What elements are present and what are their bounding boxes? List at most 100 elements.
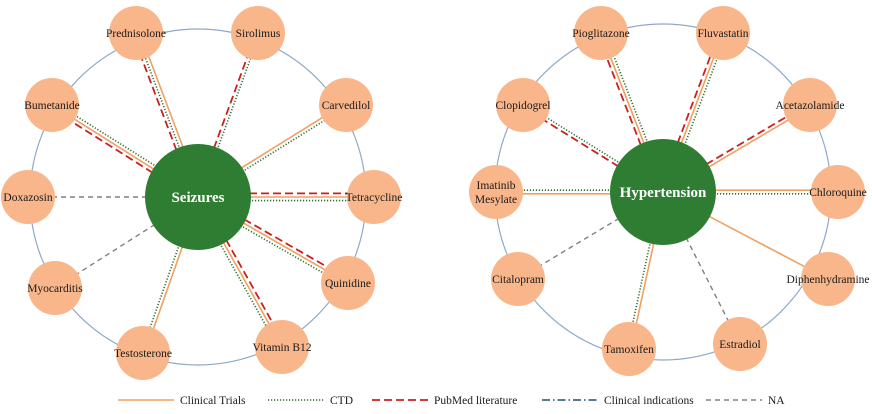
edge-ctd [544,115,622,165]
node-circle [347,170,401,224]
legend-item-na: NA [706,395,785,407]
edge-pubmed [212,55,249,149]
node-circle [783,78,837,132]
node-pioglitazone: Pioglitazone [572,6,630,60]
legend-label: Clinical Trials [180,395,246,407]
node-label: Quinidine [325,278,371,290]
node-clopidogrel: Clopidogrel [496,78,551,132]
seizures-network: Prednisolone SirolimusCarvedilolTetracycl… [1,6,402,380]
node-label: Tetracycline [346,192,403,204]
edge-clinical-trials [707,215,807,269]
edge-clinical-trials [241,221,327,272]
edge-pubmed [140,57,178,151]
legend-label: CTD [330,395,353,407]
edge-ctd [74,114,158,168]
node-circle [116,326,170,380]
edge-clinical-trials [72,117,156,171]
edge-ctd [631,241,652,325]
legend-item-pubmed: PubMed literature [372,395,517,407]
node-chloroquine: Chloroquine [809,165,867,219]
node-circle [25,78,79,132]
edge-pubmed [225,239,274,324]
node-label: Estradiol [719,339,761,351]
edges [53,54,349,331]
node-testosterone: Testosterone [114,326,172,380]
node-label: Tamoxifen [604,344,654,356]
node-circle [321,256,375,310]
edge-na [75,223,156,276]
node-sirolimus: Sirolimus [231,6,285,60]
node-tamoxifen: Tamoxifen [602,322,656,376]
edges [521,54,813,326]
edge-clinical-trials [707,118,790,169]
node-estradiol: Estradiol [713,317,767,371]
legend-item-ctd: CTD [268,395,353,407]
node-myocarditis: Myocarditis [27,261,83,315]
node-circle [496,78,550,132]
node-label: Clopidogrel [496,100,551,112]
legend-label: PubMed literature [434,395,517,407]
node-tetracycline: Tetracycline [346,170,403,224]
edge-ctd [144,56,181,150]
edge-pubmed [605,57,642,147]
node-carvedilol: Carvedilol [319,78,373,132]
node-fluvastatin: Fluvastatin [696,6,750,60]
node-label: Sirolimus [236,28,281,40]
node-label: Citalopram [492,274,544,286]
hub-label: Hypertension [620,185,707,201]
hub-seizures: Seizures [145,144,251,250]
node-circle [811,165,865,219]
node-bumetanide: Bumetanide [24,78,80,132]
node-citalopram: Citalopram [491,252,545,306]
edge-pubmed [70,120,154,174]
node-label: Vitamin B12 [252,342,311,354]
hub-circle [145,144,251,250]
node-label: Bumetanide [24,100,80,112]
edge-ctd [240,224,325,275]
node-prednisolone: Prednisolone [106,6,166,60]
edge-clinical-trials [635,242,655,326]
node-circle [319,78,373,132]
node-quinidine: Quinidine [321,256,375,310]
hub-hypertension: Hypertension [610,139,716,245]
edge-ctd [612,54,649,144]
edge-na [539,217,620,267]
node-circle [109,6,163,60]
node-label: Doxazosin [3,192,52,204]
node-label: Pioglitazone [572,28,630,40]
node-circle [255,320,309,374]
node-label: Acetazolamide [776,100,845,112]
edge-pubmed [243,218,329,269]
edge-ctd [241,119,327,173]
edge-clinical-trials [239,115,325,170]
edge-ctd [219,242,268,328]
legend-label: Clinical indications [604,395,694,407]
node-label: Myocarditis [27,283,83,295]
edge-clinical-trials [680,56,715,145]
node-label: Fluvastatin [697,28,748,40]
node-acetazolamide: Acetazolamide [776,78,845,132]
hypertension-network: Pioglitazone FluvastatinAcetazolamideChlo… [469,6,870,376]
node-circle [1,170,55,224]
node-circle [801,252,855,306]
edge-clinical-trials [609,56,646,145]
edge-pubmed [676,54,712,144]
node-label: Testosterone [114,348,172,360]
node-circle [713,317,767,371]
edge-clinical-trials [147,54,185,149]
edge-pubmed [705,115,789,166]
edge-clinical-trials [222,241,271,326]
node-circle [696,6,750,60]
edge-ctd [216,56,252,150]
node-circle [28,261,82,315]
node-doxazosin: Doxazosin [1,170,55,224]
hub-circle [610,139,716,245]
hub-label: Seizures [171,190,224,206]
legend-item-clinical-trials: Clinical Trials [118,395,246,407]
edge-na [685,237,730,323]
legend-item-clinical-indications: Clinical indications [542,395,694,407]
legend: Clinical Trials CTD PubMed literature Clini… [118,395,785,407]
node-circle [469,165,523,219]
